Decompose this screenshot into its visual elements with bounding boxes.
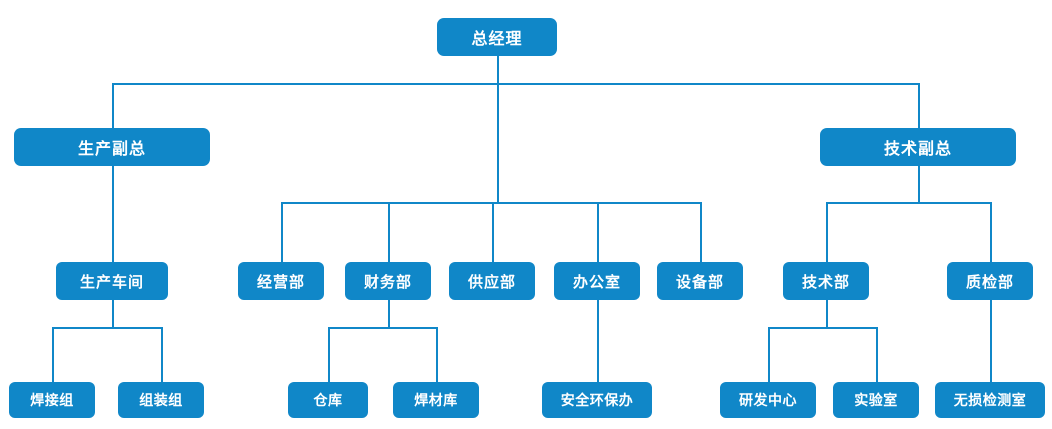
org-node-n8[interactable]: 办公室 (554, 262, 640, 300)
org-node-n10[interactable]: 技术部 (783, 262, 869, 300)
connector-drop-to-warehouse (328, 327, 330, 382)
connector-technical-vp-stem (918, 166, 920, 202)
org-node-n11[interactable]: 质检部 (947, 262, 1033, 300)
connector-drop-to-welding-team (52, 327, 54, 382)
connector-drop-to-assembly-team (161, 327, 163, 382)
org-node-n5[interactable]: 经营部 (238, 262, 324, 300)
connector-middle-bus (281, 202, 700, 204)
connector-drop-to-technical-dept (826, 202, 828, 262)
org-node-n13[interactable]: 组装组 (118, 382, 204, 418)
connector-finance-stem (388, 300, 390, 327)
org-node-n18[interactable]: 实验室 (833, 382, 919, 418)
connector-workshop-bus (52, 327, 161, 329)
org-node-n6[interactable]: 财务部 (345, 262, 431, 300)
connector-technical-dept-bus (768, 327, 876, 329)
connector-quality-to-ndt-room (990, 300, 992, 382)
connector-top-bus (112, 83, 918, 85)
org-node-n17[interactable]: 研发中心 (720, 382, 816, 418)
org-node-n1[interactable]: 总经理 (437, 18, 557, 56)
connector-finance-bus (328, 327, 436, 329)
org-node-n4[interactable]: 生产车间 (56, 262, 168, 300)
org-node-n2[interactable]: 生产副总 (14, 128, 210, 166)
connector-center-spine (497, 83, 499, 202)
connector-drop-to-office (597, 202, 599, 262)
org-node-n19[interactable]: 无损检测室 (935, 382, 1045, 418)
org-node-n9[interactable]: 设备部 (657, 262, 743, 300)
connector-drop-to-finance (388, 202, 390, 262)
connector-drop-to-supply (492, 202, 494, 262)
connector-workshop-stem (112, 300, 114, 327)
connector-drop-to-rnd-center (768, 327, 770, 382)
connector-drop-to-welding-store (436, 327, 438, 382)
connector-drop-to-production-vp (112, 83, 114, 128)
connector-technical-vp-bus (826, 202, 990, 204)
org-node-n14[interactable]: 仓库 (288, 382, 368, 418)
org-node-n16[interactable]: 安全环保办 (542, 382, 652, 418)
connector-drop-to-laboratory (876, 327, 878, 382)
org-node-n15[interactable]: 焊材库 (393, 382, 479, 418)
org-node-n3[interactable]: 技术副总 (820, 128, 1016, 166)
connector-production-vp-to-workshop (112, 166, 114, 262)
connector-drop-to-operations (281, 202, 283, 262)
connector-drop-to-technical-vp (918, 83, 920, 128)
connector-drop-to-quality-dept (990, 202, 992, 262)
org-node-n7[interactable]: 供应部 (449, 262, 535, 300)
connector-office-to-safety-office (597, 300, 599, 382)
connector-technical-dept-stem (826, 300, 828, 327)
org-node-n12[interactable]: 焊接组 (9, 382, 95, 418)
connector-drop-to-equipment (700, 202, 702, 262)
connector-ceo-stem (497, 56, 499, 83)
